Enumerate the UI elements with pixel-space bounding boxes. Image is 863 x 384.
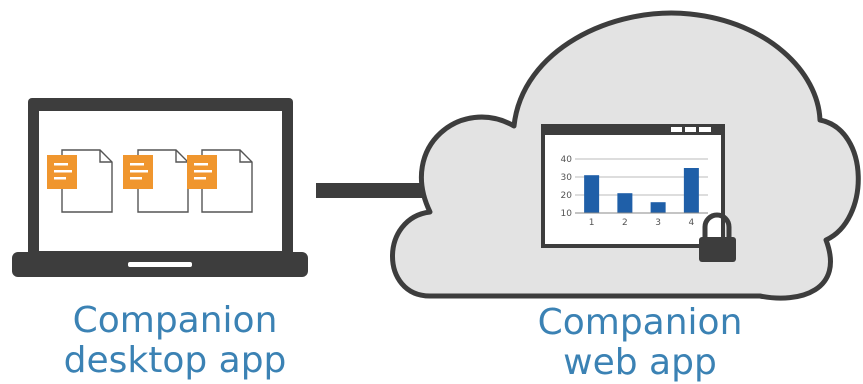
desktop-label-line1: Companion bbox=[72, 300, 278, 341]
x-tick-label: 4 bbox=[689, 218, 695, 228]
bar bbox=[683, 168, 699, 213]
close-button bbox=[699, 127, 711, 132]
laptop-icon bbox=[12, 98, 308, 277]
document-icon bbox=[187, 149, 253, 213]
laptop-trackpad-slot bbox=[128, 262, 192, 267]
bar bbox=[584, 175, 600, 213]
padlock-icon bbox=[699, 212, 736, 262]
web-app-label: Companion web app bbox=[510, 303, 770, 383]
web-label-line2: web app bbox=[563, 342, 717, 383]
y-tick-label: 20 bbox=[561, 191, 573, 201]
document-icon bbox=[47, 149, 113, 213]
browser-window: 10 20 30 40 1 2 3 4 bbox=[541, 124, 725, 248]
minimize-button bbox=[671, 127, 682, 132]
web-label-line1: Companion bbox=[537, 302, 743, 343]
document-icons bbox=[47, 149, 253, 213]
bar bbox=[617, 193, 633, 213]
x-tick-label: 1 bbox=[589, 218, 595, 228]
y-tick-label: 40 bbox=[561, 155, 573, 165]
y-tick-label: 30 bbox=[561, 173, 573, 183]
bar bbox=[650, 202, 666, 213]
desktop-app-label: Companion desktop app bbox=[40, 301, 310, 381]
x-tick-label: 2 bbox=[622, 218, 628, 228]
y-tick-label: 10 bbox=[561, 209, 573, 219]
document-icon bbox=[123, 149, 189, 213]
bar-chart: 10 20 30 40 1 2 3 4 bbox=[561, 155, 708, 228]
x-tick-label: 3 bbox=[655, 218, 661, 228]
desktop-label-line2: desktop app bbox=[63, 340, 287, 381]
maximize-button bbox=[685, 127, 696, 132]
